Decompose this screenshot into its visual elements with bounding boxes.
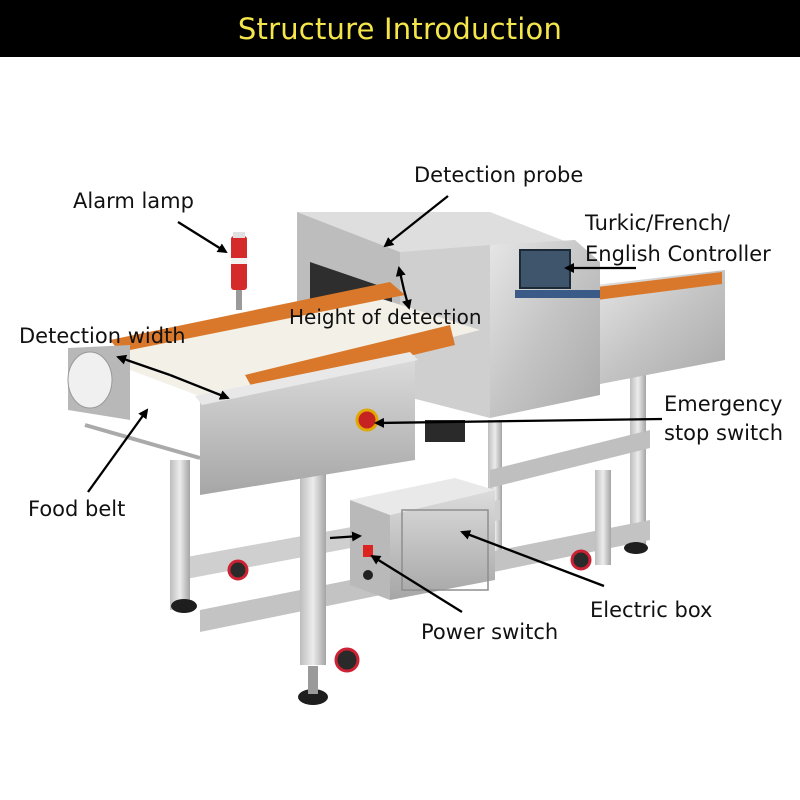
label-electric-box: Electric box [590,598,713,622]
arrow-height-down [402,289,412,310]
caster-front [334,647,360,673]
label-power-switch: Power switch [421,620,559,644]
arrow-emergency [374,417,663,428]
caster-left [227,559,249,581]
controller-screen [519,249,571,289]
annotation-arrows [87,195,663,613]
power-switch-shape [363,545,373,557]
controller-bar [515,290,600,298]
foot-back-right [624,542,648,554]
header-bar: Structure Introduction [0,0,800,57]
sensor-bracket [425,420,465,442]
arrow-electric-box [460,530,605,588]
back-belt-edge-right [597,272,722,300]
leg-front-left [170,460,190,610]
box-door [401,509,489,591]
arrow-power-switch [370,554,463,613]
arrow-alarm-lamp [177,221,228,254]
label-food-belt: Food belt [28,497,126,521]
label-height-of-detection: Height of detection [289,305,482,329]
electric-box-shape [350,478,495,600]
label-emergency-line2: stop switch [664,421,784,445]
arrow-food-belt [87,408,149,493]
machine-illustration [67,195,725,705]
rod [84,423,201,460]
leg-rear-mid [595,470,611,565]
arrow-width-left [116,354,171,377]
front-guard-top [195,352,418,405]
leg-back-right [630,375,646,545]
alarm-lamp-shape [231,232,247,310]
arrow-power-small [329,531,362,542]
foot-front-left [171,599,197,613]
label-detection-probe: Detection probe [414,163,584,187]
arrow-detection-probe [383,195,449,248]
power-knob [363,570,373,580]
label-detection-width: Detection width [19,324,186,348]
belt-surface [90,292,480,400]
foot-front-mid [298,689,328,705]
label-controller-line1: Turkic/French/ [585,211,731,235]
belt-edge-back [110,282,405,352]
caster-back [570,549,592,571]
leg-front-mid [300,470,326,665]
conveyor [67,282,480,495]
frame-crossbar-back [490,430,650,488]
label-controller-line2: English Controller [585,242,771,266]
arrow-width-right [169,373,230,400]
label-emergency-line1: Emergency [664,392,783,416]
belt-roller [67,351,113,409]
emergency-stop-button [355,408,379,432]
feet [171,542,648,705]
arrow-height-up [395,266,406,291]
label-alarm-lamp: Alarm lamp [73,189,194,213]
back-guard-right [595,270,725,385]
page-title: Structure Introduction [237,11,563,46]
